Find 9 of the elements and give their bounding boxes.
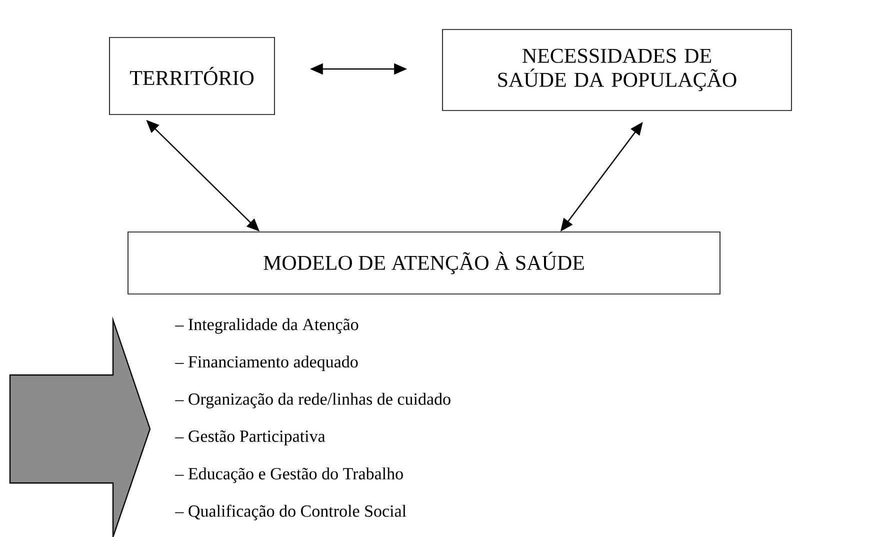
list-item: – Organização da rede/linhas de cuidado <box>175 392 450 408</box>
title-box: MODELO DE ATENÇÃO À SAÚDE <box>128 232 720 294</box>
list-item: – Integralidade da Atenção <box>175 318 358 334</box>
concept-box: NECESSIDADES DE SAÚDE DA POPULAÇÃO <box>442 29 792 111</box>
concept-box: TERRITÓRIO <box>109 37 275 115</box>
list-item: – Financiamento adequado <box>175 356 358 371</box>
list-item: – Qualificação do Controle Social <box>175 504 406 520</box>
list-item: – Educação e Gestão do Trabalho <box>175 467 403 483</box>
list-item: – Gestão Participativa <box>175 430 326 446</box>
